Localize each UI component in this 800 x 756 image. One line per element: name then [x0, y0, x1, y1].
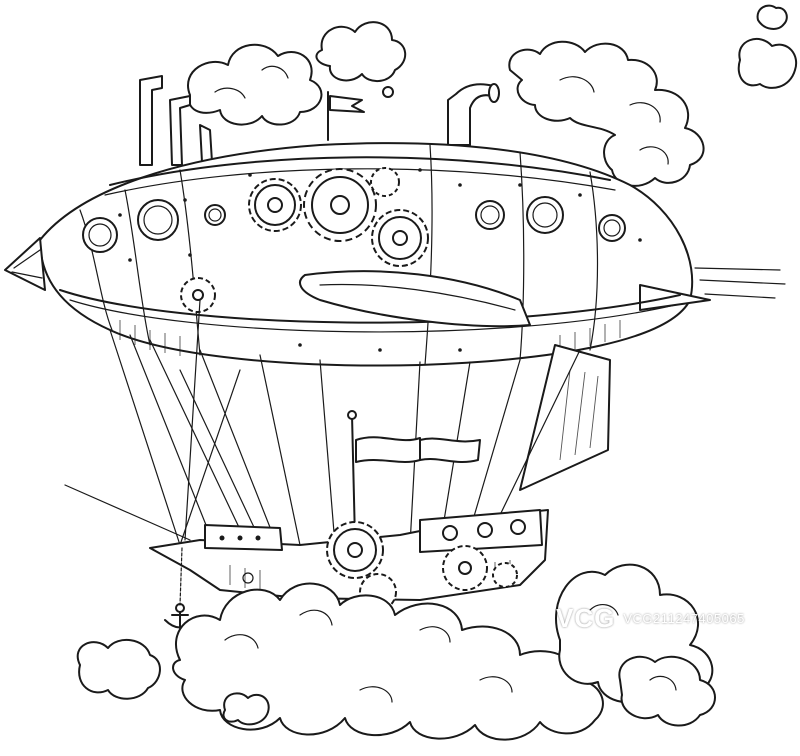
steam-cloud-right — [509, 42, 703, 186]
watermark-id: VCG211247405065 — [623, 610, 745, 626]
watermark-logo: VCG — [556, 602, 616, 633]
portholes — [83, 197, 625, 252]
clouds-bottom — [78, 565, 715, 740]
gears-gondola — [327, 522, 517, 610]
chimney-left — [140, 76, 212, 165]
rivets — [118, 168, 642, 352]
mast-flag — [328, 92, 364, 140]
gears-top — [181, 168, 428, 312]
side-sail — [520, 345, 610, 490]
watermark: VCG VCG211247405065 — [556, 588, 786, 648]
steam-cloud-left — [188, 45, 321, 125]
speed-lines — [695, 268, 785, 298]
steam-cloud-top — [316, 22, 405, 97]
central-mast — [348, 411, 480, 540]
chimney-right — [448, 84, 499, 145]
steam-cloud-far-right — [739, 6, 796, 88]
wing — [300, 271, 530, 326]
